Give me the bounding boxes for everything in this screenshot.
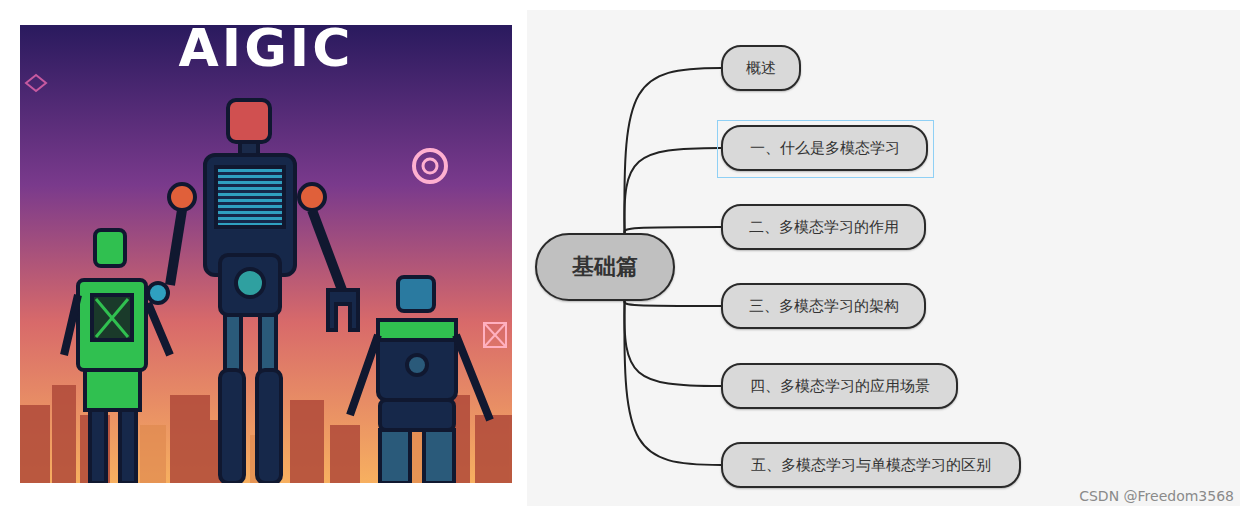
branch-topic: 概述 xyxy=(721,45,801,91)
topic-text: 三、多模态学习的架构 xyxy=(749,297,899,316)
robot-illustration xyxy=(20,25,512,483)
branch-connector xyxy=(624,301,721,306)
root-topic: 基础篇 xyxy=(535,233,675,301)
poster-title: AIGIC xyxy=(179,22,354,74)
branch-topic: 五、多模态学习与单模态学习的区别 xyxy=(721,442,1021,488)
branch-topic: 二、多模态学习的作用 xyxy=(721,204,926,250)
branch-topic: 四、多模态学习的应用场景 xyxy=(721,363,958,409)
branch-connector xyxy=(624,148,721,233)
topic-text: 概述 xyxy=(746,59,776,78)
topic-text: 基础篇 xyxy=(572,252,638,282)
watermark: CSDN @Freedom3568 xyxy=(1079,489,1234,503)
branch-connector xyxy=(624,301,721,386)
topic-text: 二、多模态学习的作用 xyxy=(749,218,899,237)
branch-topic: 一、什么是多模态学习 xyxy=(721,125,928,171)
branch-topic: 三、多模态学习的架构 xyxy=(721,283,926,329)
topic-text: 五、多模态学习与单模态学习的区别 xyxy=(751,456,991,475)
topic-text: 一、什么是多模态学习 xyxy=(750,139,900,158)
topic-text: 四、多模态学习的应用场景 xyxy=(750,377,930,396)
branch-connector xyxy=(624,301,721,465)
branch-connector xyxy=(624,68,721,233)
